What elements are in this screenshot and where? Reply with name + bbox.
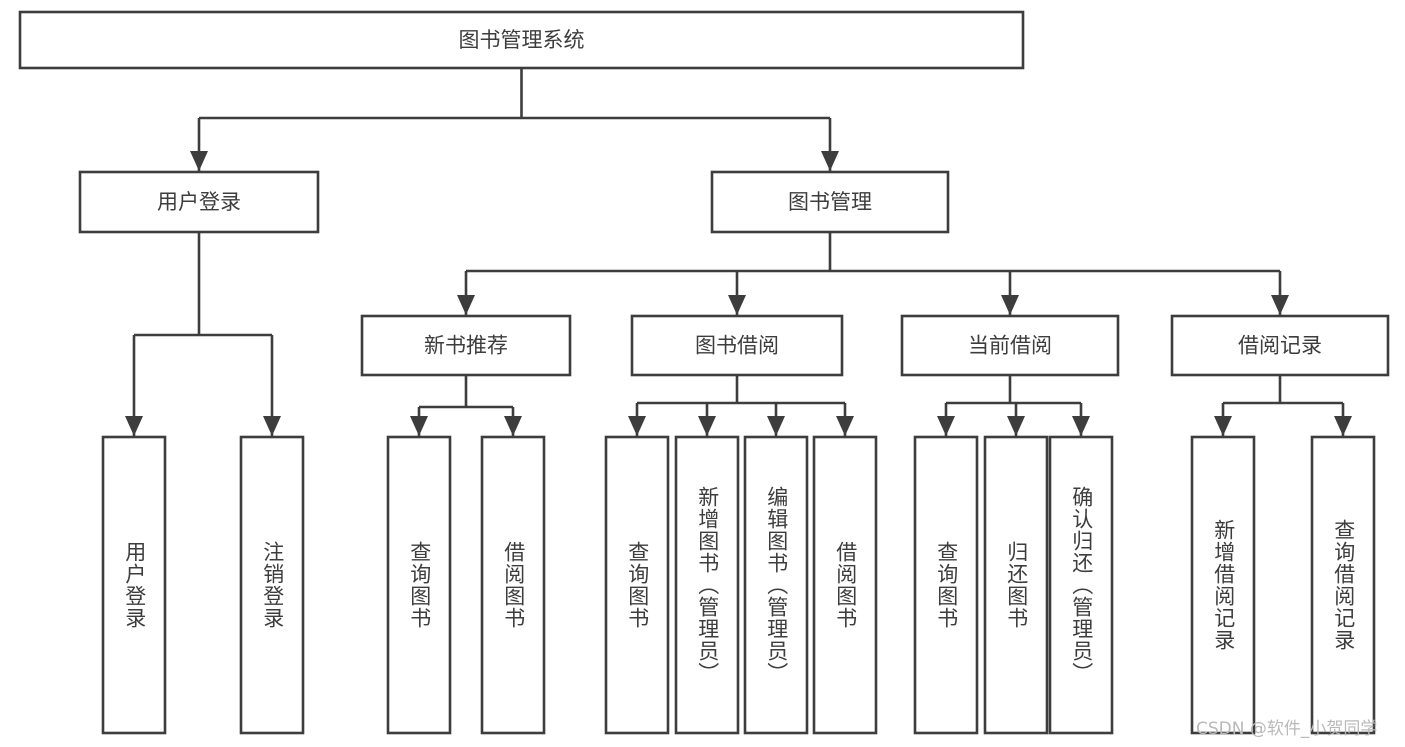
node-box-leaf-confirm-return[interactable]: [1048, 435, 1114, 735]
arrow-head-icon: [698, 416, 716, 436]
arrow-head-icon: [767, 416, 785, 436]
node-label-book-manage: 图书管理: [788, 190, 872, 214]
arrow-head-icon: [1334, 416, 1352, 436]
node-label-new-book-rec: 新书推荐: [424, 334, 508, 358]
node-box-current-borrow[interactable]: [900, 314, 1120, 377]
node-box-borrow-record[interactable]: [1170, 314, 1390, 377]
node-box-leaf-return-book[interactable]: [983, 435, 1049, 735]
node-box-leaf-query-book-1[interactable]: [386, 435, 452, 735]
arrow-head-icon: [1214, 416, 1232, 436]
node-label-borrow-record: 借阅记录: [1238, 334, 1322, 358]
node-box-leaf-user-login[interactable]: [101, 435, 167, 735]
arrow-head-icon: [1007, 416, 1025, 436]
node-box-leaf-add-book[interactable]: [674, 435, 740, 735]
node-box-leaf-query-book-3[interactable]: [913, 435, 979, 735]
node-box-leaf-query-book-2[interactable]: [604, 435, 670, 735]
node-box-book-borrow[interactable]: [630, 314, 844, 377]
node-box-layer: [18, 10, 1390, 735]
node-box-user-login[interactable]: [78, 170, 320, 234]
node-box-leaf-borrow-book-1[interactable]: [480, 435, 546, 735]
arrow-head-icon: [628, 416, 646, 436]
arrow-head-icon: [190, 151, 208, 171]
arrow-head-icon: [728, 295, 746, 315]
arrow-head-icon: [836, 416, 854, 436]
node-label-root: 图书管理系统: [459, 28, 585, 52]
arrow-head-icon: [504, 416, 522, 436]
node-box-leaf-borrow-book-2[interactable]: [812, 435, 878, 735]
arrow-head-icon: [1271, 295, 1289, 315]
arrow-head-icon: [410, 416, 428, 436]
node-label-book-borrow: 图书借阅: [695, 334, 779, 358]
node-box-leaf-edit-book[interactable]: [743, 435, 809, 735]
arrow-head-icon: [263, 416, 281, 436]
arrow-head-icon: [937, 416, 955, 436]
node-label-user-login: 用户登录: [157, 190, 241, 214]
node-box-leaf-user-logout[interactable]: [239, 435, 305, 735]
arrow-head-icon: [457, 295, 475, 315]
arrow-head-icon: [821, 151, 839, 171]
arrow-head-icon: [125, 416, 143, 436]
node-box-leaf-query-record[interactable]: [1310, 435, 1376, 735]
connector-layer: [125, 68, 1352, 436]
arrow-head-icon: [1001, 295, 1019, 315]
node-box-leaf-add-record[interactable]: [1190, 435, 1256, 735]
node-label-current-borrow: 当前借阅: [968, 334, 1052, 358]
node-box-book-manage[interactable]: [710, 170, 950, 234]
arrow-head-icon: [1072, 416, 1090, 436]
node-box-new-book-rec[interactable]: [360, 314, 572, 377]
node-box-root[interactable]: [18, 10, 1025, 70]
